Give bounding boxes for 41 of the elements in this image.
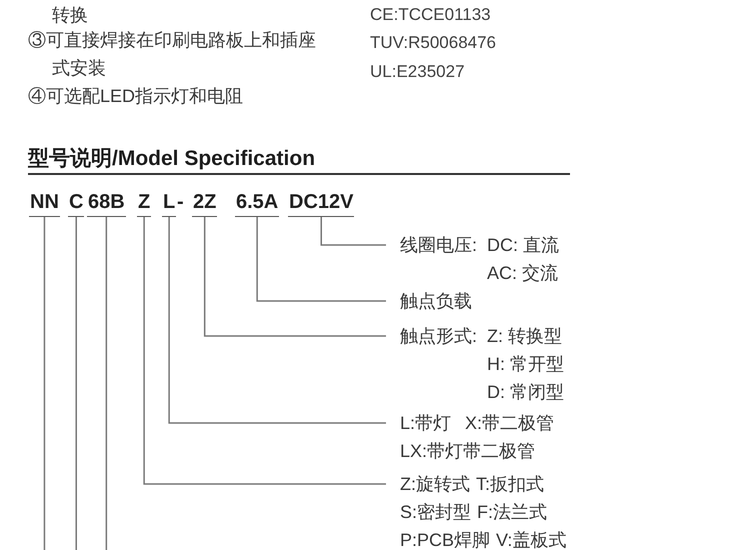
field-name: 触点负载 [400,290,472,313]
code-separator: - [177,190,184,214]
leader-line [106,217,108,550]
option-text: X:带二极管 [465,412,554,435]
underlined-code: 2Z [192,190,218,217]
leader-line [143,217,386,485]
certificate-number: TUV:R50068476 [370,32,496,54]
option-text: AC: 交流 [487,262,558,285]
option-text: S:密封型 [400,501,472,524]
option-text: Z:旋转式 [400,473,470,496]
feature-text: ④可选配LED指示灯和电阻 [28,85,244,108]
feature-text: ③可直接焊接在印刷电路板上和插座式安装 [28,29,317,80]
leader-line [75,217,77,550]
underlined-code: DC12V [288,190,354,217]
option-text: Z: 转换型 [487,325,562,348]
option-text: H: 常开型 [487,353,564,376]
underlined-code: NN [29,190,60,217]
option-text: T:扳扣式 [476,473,544,496]
field-name: 线圈电压: [400,234,478,257]
option-text: V:盖板式 [496,529,566,550]
certificate-number: UL:E235027 [370,61,465,83]
underlined-code: 68B [87,190,126,217]
leader-line [204,217,386,337]
option-text: D: 常闭型 [487,381,564,404]
option-text: P:PCB焊脚 [400,529,490,550]
option-text: L:带灯 [400,412,452,435]
certificate-number: CE:TCCE01133 [370,4,491,26]
option-text: DC: 直流 [487,234,559,257]
feature-text: 转换 [52,4,88,27]
underlined-code: 6.5A [235,190,280,217]
underlined-code: L [162,190,176,217]
leader-line [320,217,386,246]
leader-line [44,217,46,550]
section-heading: 型号说明/Model Specification [28,146,316,172]
underlined-code: C [68,190,84,217]
option-text: F:法兰式 [477,501,547,524]
field-name: 触点形式: [400,325,478,348]
option-text: LX:带灯带二极管 [400,440,536,463]
leader-line [168,217,386,424]
leader-line [256,217,386,302]
underlined-code: Z [137,190,152,217]
